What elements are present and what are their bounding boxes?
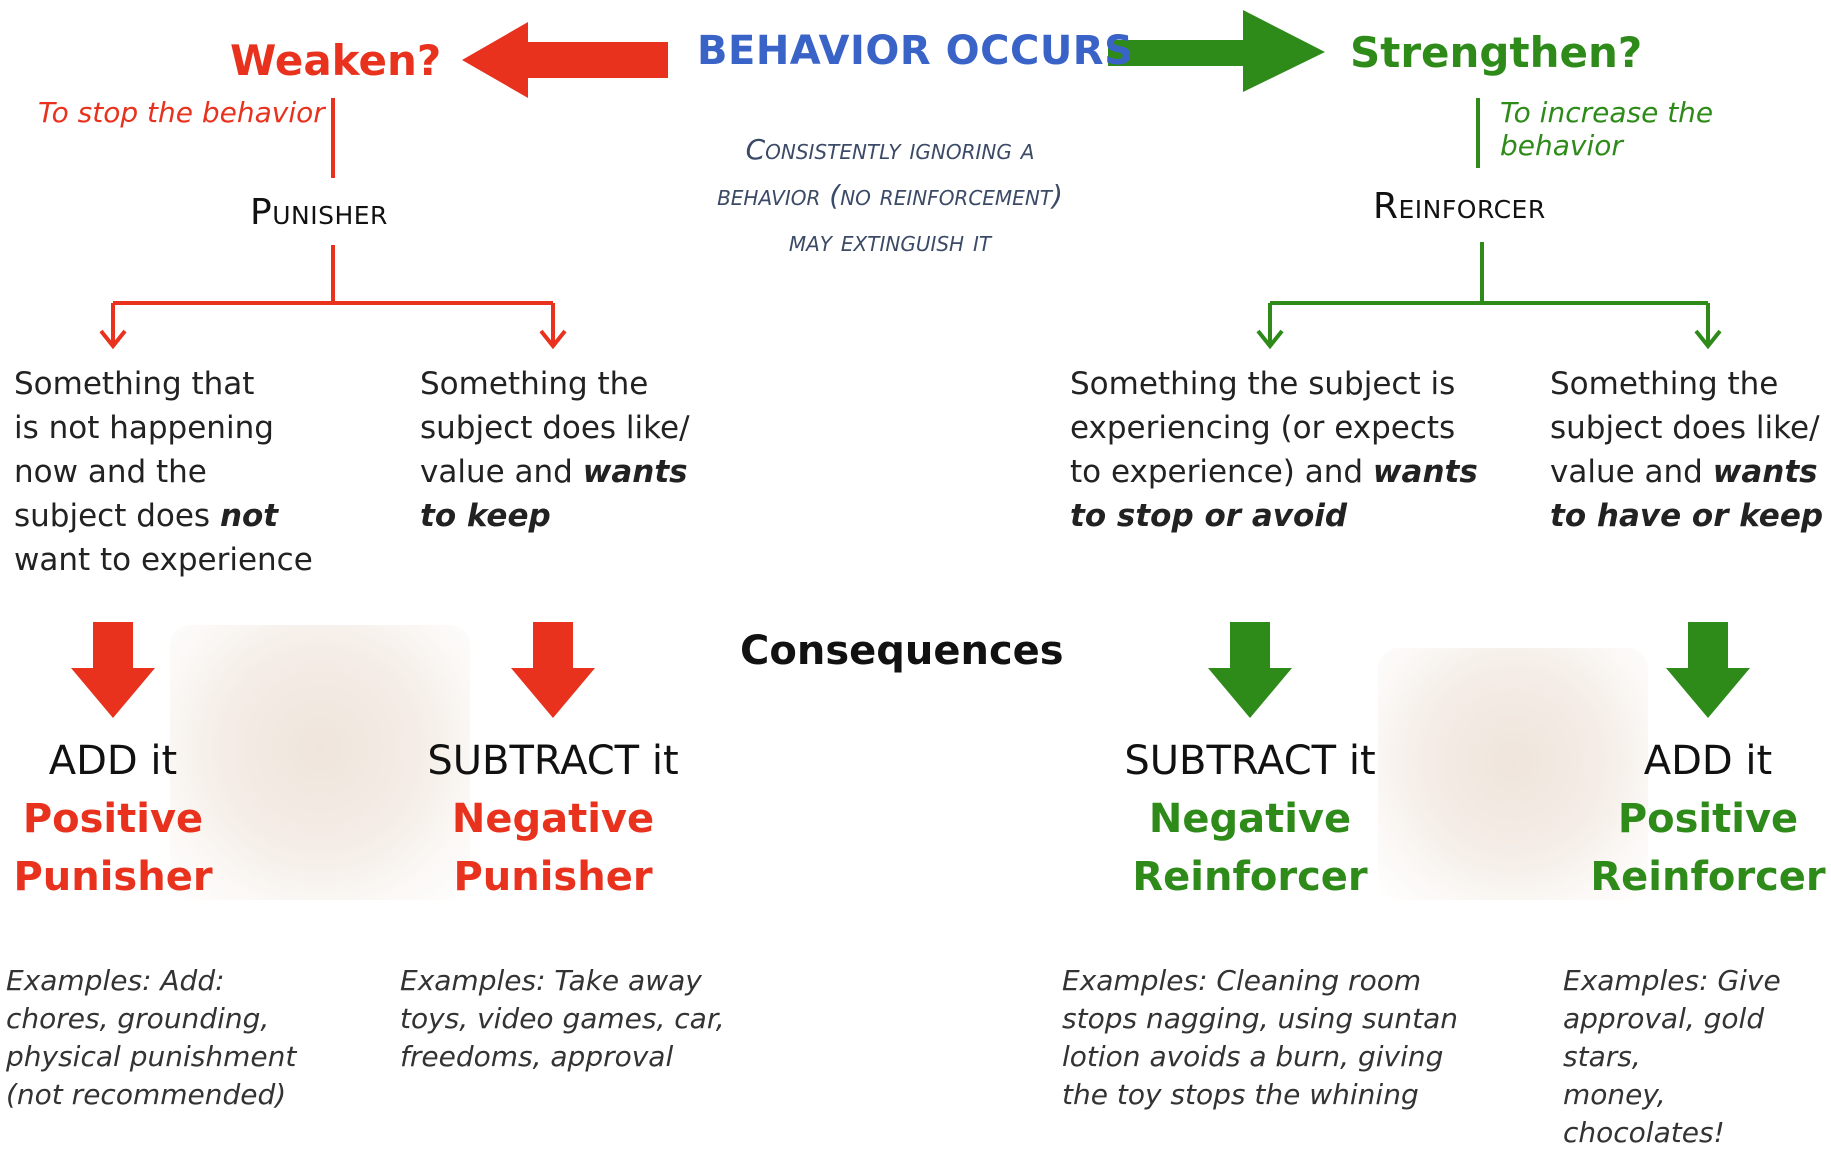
- examples-negative-reinforcer: Examples: Cleaning room stops nagging, u…: [1062, 964, 1459, 1111]
- reinforcer-label: Reinforcer: [1373, 186, 1546, 227]
- term-positive: Positive: [1617, 796, 1799, 842]
- red-branch-arrow-left: [99, 329, 127, 350]
- smiling-girl-photo: [1378, 648, 1648, 900]
- connector-graphics: [71, 10, 1750, 718]
- term-negative: Negative: [451, 796, 655, 842]
- negative-punisher-block: SUBTRACT it Negative Punisher: [423, 738, 683, 906]
- green-branch-arrow-left: [1256, 329, 1284, 350]
- weaken-heading: Weaken?: [230, 36, 442, 85]
- add-it-label: ADD it: [1643, 738, 1773, 784]
- desc-negative-punisher: Something the subject does like/ value a…: [420, 366, 690, 534]
- subtract-it-label: SUBTRACT it: [427, 738, 679, 784]
- increase-behavior-note: To increase the behavior: [1500, 96, 1714, 162]
- right-header-arrow: [1108, 10, 1325, 92]
- term-reinforcer: Reinforcer: [1132, 854, 1368, 900]
- red-branch-arrow-right: [539, 329, 567, 350]
- positive-punisher-block: ADD it Positive Punisher: [0, 738, 226, 906]
- down-arrow-add-punisher: [71, 622, 155, 718]
- term-reinforcer: Reinforcer: [1590, 854, 1826, 900]
- negative-reinforcer-block: SUBTRACT it Negative Reinforcer: [1120, 738, 1380, 906]
- stop-behavior-note: To stop the behavior: [38, 96, 325, 129]
- green-branch-arrow-right: [1694, 329, 1722, 350]
- down-arrow-add-reinforcer: [1666, 622, 1750, 718]
- punisher-label: Punisher: [250, 192, 388, 233]
- term-positive: Positive: [22, 796, 204, 842]
- down-arrow-subtract-punisher: [511, 622, 595, 718]
- consequences-label: Consequences: [740, 628, 1064, 674]
- subtract-it-label: SUBTRACT it: [1124, 738, 1376, 784]
- down-arrow-subtract-reinforcer: [1208, 622, 1292, 718]
- positive-reinforcer-block: ADD it Positive Reinforcer: [1588, 738, 1828, 906]
- desc-positive-reinforcer: Something the subject does like/ value a…: [1550, 366, 1824, 534]
- crying-boy-photo: [170, 625, 470, 900]
- examples-negative-punisher: Examples: Take away toys, video games, c…: [400, 964, 725, 1073]
- behavior-occurs-heading: BEHAVIOR OCCURS: [697, 28, 1134, 74]
- examples-positive-punisher: Examples: Add: chores, grounding, physic…: [6, 964, 297, 1111]
- term-punisher: Punisher: [13, 854, 213, 900]
- desc-positive-punisher: Something that is not happening now and …: [14, 366, 313, 578]
- examples-positive-reinforcer: Examples: Give approval, gold stars, mon…: [1563, 964, 1781, 1149]
- desc-negative-reinforcer: Something the subject is experiencing (o…: [1070, 366, 1478, 534]
- extinction-note: Consistently ignoring a behavior (no rei…: [717, 133, 1063, 258]
- term-punisher: Punisher: [453, 854, 653, 900]
- strengthen-heading: Strengthen?: [1350, 28, 1643, 77]
- left-header-arrow: [462, 22, 668, 98]
- add-it-label: ADD it: [48, 738, 178, 784]
- term-negative: Negative: [1148, 796, 1352, 842]
